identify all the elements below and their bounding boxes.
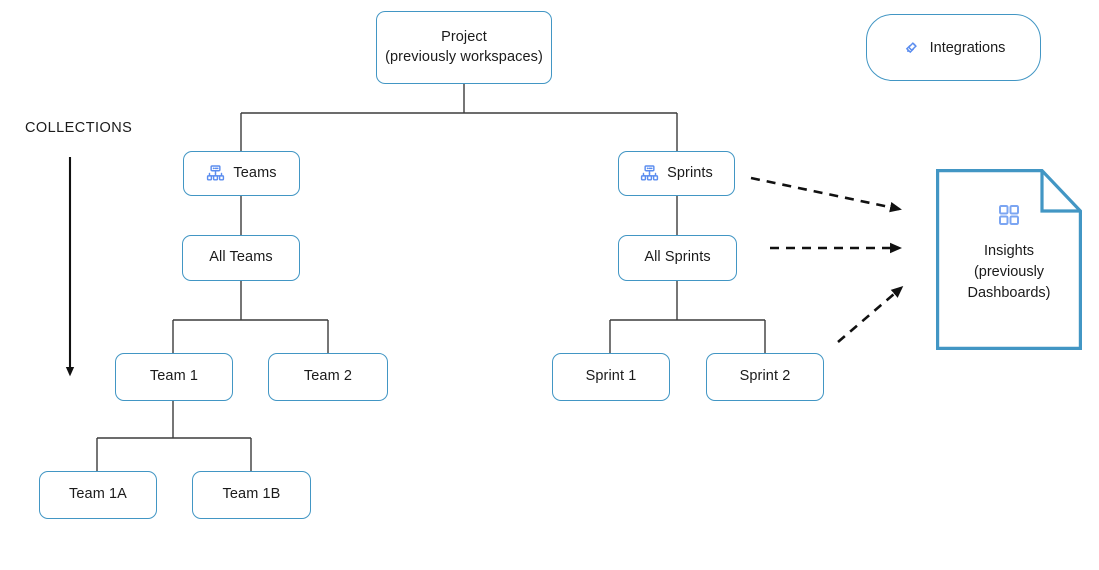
node-all-sprints[interactable]: All Sprints	[618, 235, 737, 281]
node-sprints-label: Sprints	[667, 164, 713, 181]
sitemap-icon	[640, 164, 659, 183]
node-integrations-label: Integrations	[929, 39, 1006, 56]
node-team-1a-label: Team 1A	[69, 486, 127, 503]
node-sprint-1-label: Sprint 1	[585, 368, 637, 385]
node-team-1[interactable]: Team 1	[115, 353, 233, 401]
node-all-sprints-label: All Sprints	[644, 249, 711, 266]
collections-label: COLLECTIONS	[25, 120, 133, 136]
node-sprint-2-label: Sprint 2	[739, 368, 791, 385]
node-sprint-1[interactable]: Sprint 1	[552, 353, 670, 401]
node-teams[interactable]: Teams	[183, 151, 300, 196]
node-teams-label: Teams	[233, 164, 277, 181]
node-all-teams-label: All Teams	[209, 249, 273, 266]
node-sprint-2[interactable]: Sprint 2	[706, 353, 824, 401]
dashed-arrow-sprints-insights	[750, 176, 902, 213]
node-team-2-label: Team 2	[303, 368, 353, 385]
node-team-1a[interactable]: Team 1A	[39, 471, 157, 519]
dashed-arrow-sprint-insights	[837, 286, 904, 343]
link-icon	[902, 39, 920, 57]
node-sprints[interactable]: Sprints	[618, 151, 735, 196]
document-shape	[936, 169, 1082, 350]
node-insights[interactable]: Insights (previously Dashboards)	[936, 169, 1082, 350]
node-team-1b[interactable]: Team 1B	[192, 471, 311, 519]
node-team-1-label: Team 1	[149, 368, 199, 385]
node-insights-label: Insights (previously Dashboards)	[967, 243, 1051, 302]
node-project-label: Project (previously workspaces)	[385, 28, 543, 65]
grid-icon	[997, 203, 1021, 227]
node-team-2[interactable]: Team 2	[268, 353, 388, 401]
node-integrations[interactable]: Integrations	[866, 14, 1041, 81]
node-team-1b-label: Team 1B	[222, 486, 281, 503]
node-all-teams[interactable]: All Teams	[182, 235, 300, 281]
node-project[interactable]: Project (previously workspaces)	[376, 11, 552, 84]
sitemap-icon	[206, 164, 225, 183]
